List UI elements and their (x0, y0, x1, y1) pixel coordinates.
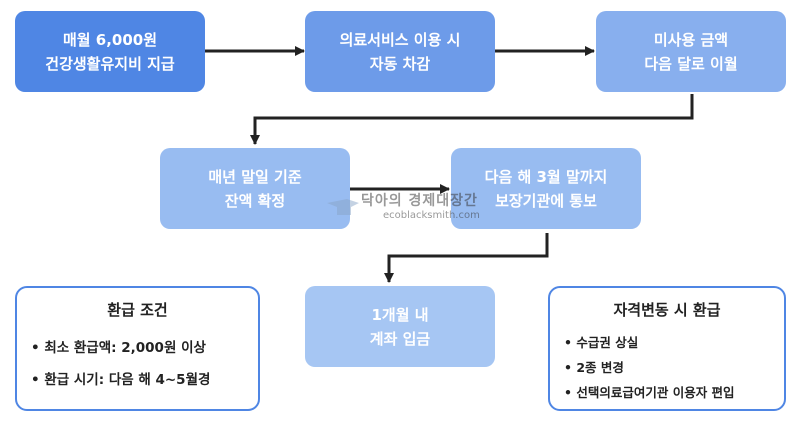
step-carry-over-line1: 미사용 금액 (653, 30, 729, 49)
step-account-deposit-line2: 계좌 입금 (369, 329, 431, 348)
watermark-url: ecoblacksmith.com (383, 210, 480, 221)
step-monthly-payment-line1: 매월 6,000원 (62, 30, 158, 49)
step-auto-deduction: 의료서비스 이용 시 자동 차감 (305, 11, 495, 92)
step-monthly-payment-line2: 건강생활유지비 지급 (45, 54, 175, 73)
arrow-step3-to-step4 (250, 94, 694, 145)
watermark-title: 닥아의 경제대장간 (361, 193, 478, 209)
step-monthly-payment: 매월 6,000원 건강생활유지비 지급 (15, 11, 205, 92)
refund-condition-item: 환급 시기: 다음 해 4~5월경 (31, 364, 250, 396)
status-change-title: 자격변동 시 환급 (613, 301, 721, 319)
watermark: 닥아의 경제대장간 ecoblacksmith.com (325, 190, 480, 221)
refund-conditions-title: 환급 조건 (107, 301, 168, 319)
step-account-deposit-line1: 1개월 내 (371, 305, 429, 324)
refund-conditions-list: 최소 환급액: 2,000원 이상 환급 시기: 다음 해 4~5월경 (31, 332, 250, 396)
step-notify-agency-line2: 보장기관에 통보 (495, 191, 597, 210)
step-balance-confirm: 매년 말일 기준 잔액 확정 (160, 148, 350, 229)
refund-condition-item: 최소 환급액: 2,000원 이상 (31, 332, 250, 364)
status-change-list: 수급권 상실 2종 변경 선택의료급여기관 이용자 편입 (564, 330, 776, 405)
step-auto-deduction-line1: 의료서비스 이용 시 (339, 30, 461, 49)
step-notify-agency-line1: 다음 해 3월 말까지 (484, 167, 608, 186)
step-balance-confirm-line2: 잔액 확정 (224, 191, 286, 210)
status-change-item: 2종 변경 (564, 355, 776, 380)
step-account-deposit: 1개월 내 계좌 입금 (305, 286, 495, 367)
step-carry-over: 미사용 금액 다음 달로 이월 (596, 11, 786, 92)
arrow-step5-to-step6 (384, 233, 549, 283)
blacksmith-logo-icon (327, 198, 359, 215)
refund-conditions-box: 환급 조건 최소 환급액: 2,000원 이상 환급 시기: 다음 해 4~5월… (15, 286, 260, 411)
step-notify-agency: 다음 해 3월 말까지 보장기관에 통보 (451, 148, 641, 229)
status-change-box: 자격변동 시 환급 수급권 상실 2종 변경 선택의료급여기관 이용자 편입 (548, 286, 786, 411)
status-change-item: 선택의료급여기관 이용자 편입 (564, 380, 776, 405)
step-carry-over-line2: 다음 달로 이월 (644, 54, 738, 73)
step-balance-confirm-line1: 매년 말일 기준 (208, 167, 302, 186)
status-change-item: 수급권 상실 (564, 330, 776, 355)
step-auto-deduction-line2: 자동 차감 (369, 54, 431, 73)
